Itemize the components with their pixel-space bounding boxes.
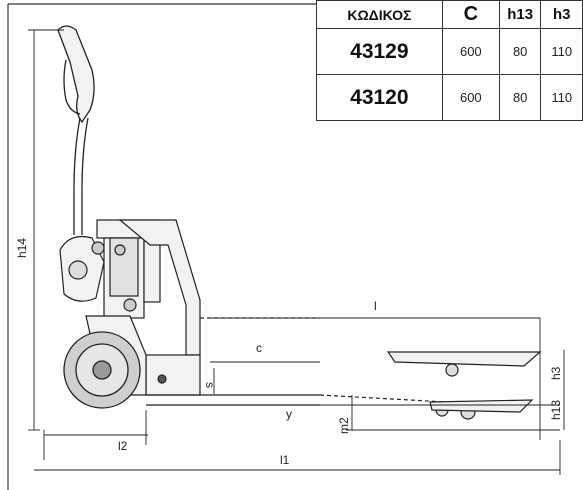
label-y: y bbox=[286, 407, 292, 421]
header-h13: h13 bbox=[498, 0, 542, 29]
label-h13: h13 bbox=[549, 400, 563, 420]
forks bbox=[146, 317, 542, 420]
spec-table: ΚΩΔΙΚΟΣ C h13 h3 43129 600 80 110 43120 … bbox=[316, 0, 583, 121]
cell-h3: 110 bbox=[540, 28, 583, 75]
header-code: ΚΩΔΙΚΟΣ bbox=[316, 0, 443, 29]
label-m2: m2 bbox=[337, 417, 351, 434]
header-h3: h3 bbox=[540, 0, 583, 29]
table-header-row: ΚΩΔΙΚΟΣ C h13 h3 bbox=[316, 0, 583, 29]
table-row: 43129 600 80 110 bbox=[316, 28, 583, 75]
steer-wheel bbox=[63, 331, 141, 409]
header-c: C bbox=[441, 0, 500, 29]
dimension-lines bbox=[28, 29, 565, 475]
cell-code: 43120 bbox=[316, 74, 443, 121]
label-h14: h14 bbox=[15, 238, 29, 258]
cell-c: 600 bbox=[441, 28, 500, 75]
cell-h13: 80 bbox=[498, 74, 542, 121]
pump-body bbox=[59, 219, 161, 319]
cell-h13: 80 bbox=[498, 28, 542, 75]
label-h3: h3 bbox=[549, 366, 563, 380]
cell-c: 600 bbox=[441, 74, 500, 121]
label-l: l bbox=[374, 299, 377, 313]
cell-code: 43129 bbox=[316, 28, 443, 75]
cell-h3: 110 bbox=[540, 74, 583, 121]
label-l1: l1 bbox=[280, 453, 290, 467]
tiller-handle bbox=[57, 25, 95, 235]
label-s: s bbox=[203, 382, 217, 388]
table-row: 43120 600 80 110 bbox=[316, 74, 583, 121]
label-c: c bbox=[256, 341, 262, 355]
label-l2: l2 bbox=[118, 439, 128, 453]
